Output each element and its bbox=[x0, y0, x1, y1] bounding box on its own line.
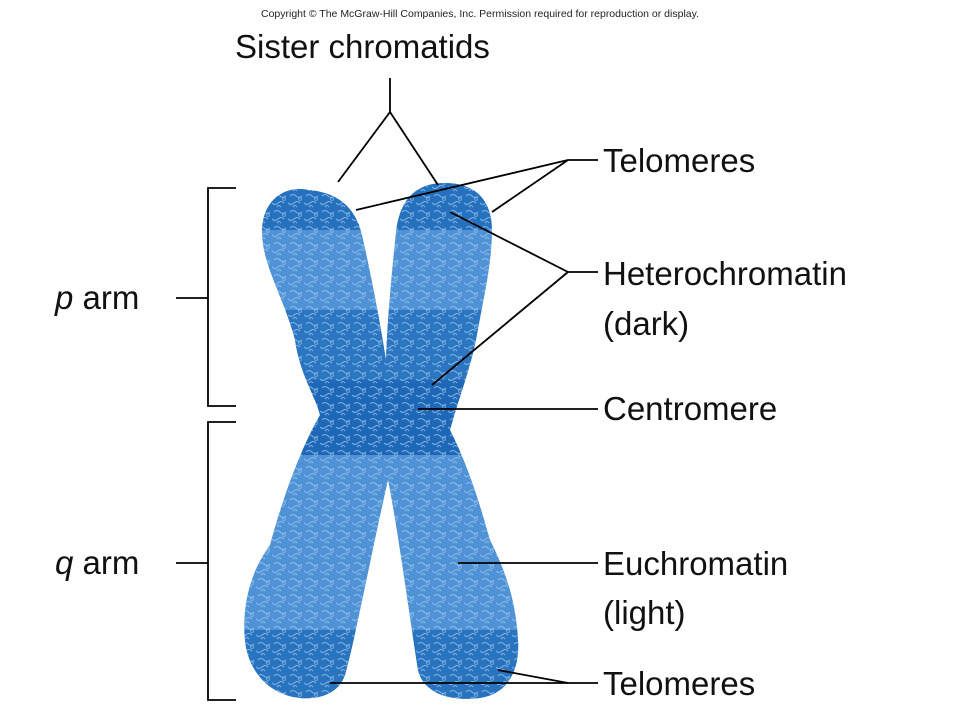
label-q-arm: q arm bbox=[55, 544, 139, 582]
p-arm-word: arm bbox=[73, 279, 140, 316]
label-heterochromatin-note: (dark) bbox=[603, 305, 690, 342]
chromosome bbox=[244, 183, 519, 699]
p-arm-letter: p bbox=[55, 279, 74, 316]
label-euchromatin: Euchromatin bbox=[603, 545, 789, 582]
label-sister-chromatids: Sister chromatids bbox=[235, 28, 490, 65]
label-euchromatin-note: (light) bbox=[603, 594, 686, 631]
copyright-notice: Copyright © The McGraw-Hill Companies, I… bbox=[260, 8, 700, 20]
label-telomeres-bottom: Telomeres bbox=[603, 665, 756, 702]
chromatin-texture bbox=[244, 183, 519, 699]
leader-lines bbox=[176, 78, 598, 701]
q-arm-letter: q bbox=[55, 544, 74, 581]
label-heterochromatin: Heterochromatin bbox=[603, 255, 847, 292]
label-telomeres-top: Telomeres bbox=[603, 142, 756, 179]
q-arm-word: arm bbox=[73, 544, 140, 581]
label-centromere: Centromere bbox=[603, 390, 778, 427]
label-p-arm: p arm bbox=[55, 279, 139, 317]
